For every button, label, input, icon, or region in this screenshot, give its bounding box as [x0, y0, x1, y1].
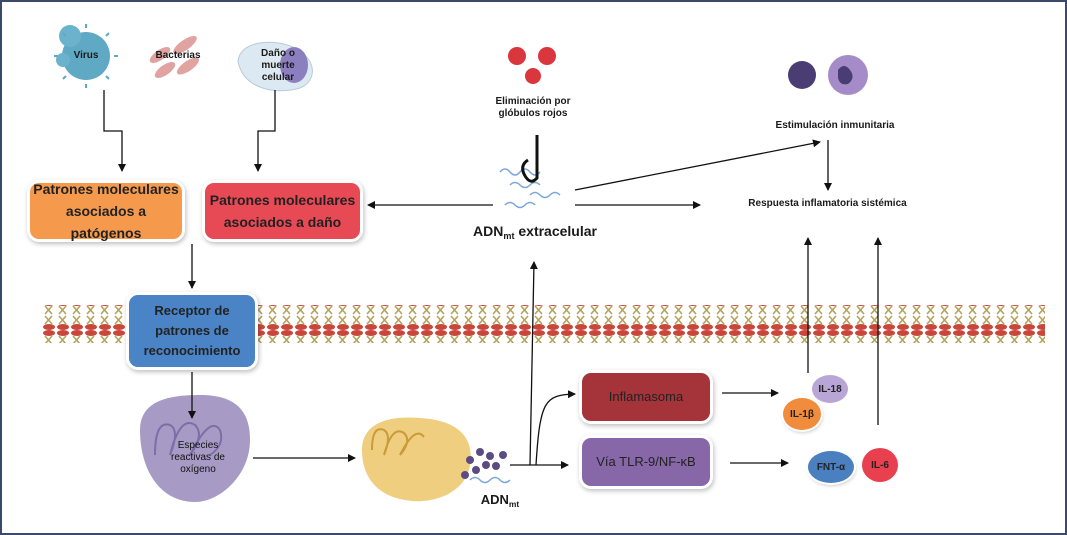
mtdna-label: ADNmt [470, 492, 530, 512]
cell-damage-label: Daño o muerte celular [261, 48, 295, 83]
il18-circle: IL-18 [812, 375, 848, 403]
tnf-alpha-circle: FNT-α [808, 451, 854, 483]
virus-icon [54, 24, 118, 88]
mtdna-strand-icon [469, 476, 511, 484]
rbc-loop-arrow [521, 135, 539, 183]
extracellular-mtdna-label: ADNmt extracelular [470, 222, 600, 245]
mt-subscript: mt [503, 231, 515, 241]
bacteria-label: Bacterias [155, 50, 201, 61]
virus-label: Virus [73, 50, 99, 61]
adn-text: ADN [473, 223, 504, 239]
tlr9-pathway-box: Vía TLR-9/NF-κB [582, 438, 710, 486]
extracellular-text: extracelular [514, 223, 597, 239]
il1b-circle: IL-1β [783, 398, 821, 430]
inflammasome-box: Inflamasoma [582, 373, 710, 421]
mtdna-particles-icon [461, 448, 507, 479]
ros-label: Especies reactivas de oxígeno [171, 440, 225, 475]
rbc-clearance-label: Eliminación por glóbulos rojos [495, 96, 571, 119]
bacteria-icon [149, 35, 200, 79]
immune-stimulation-label: Estimulación inmunitaria [775, 120, 895, 131]
il6-circle: IL-6 [862, 448, 898, 482]
red-blood-cells-icon [508, 47, 556, 84]
dna-strands-icon [499, 168, 561, 209]
mt-subscript: mt [508, 499, 520, 509]
prr-box: Receptor de patrones de reconocimiento [129, 295, 255, 367]
pamp-box: Patrones moleculares asociados a patógen… [30, 181, 182, 241]
mitochondrion-damaged-icon [140, 395, 250, 502]
adn-text: ADN [480, 492, 509, 507]
damaged-cell-icon [237, 41, 313, 92]
systemic-response-label: Respuesta inflamatoria sistémica [748, 198, 907, 209]
mitochondrion-icon [362, 417, 471, 502]
immune-cells-icon [788, 55, 868, 95]
damp-box: Patrones moleculares asociados a daño [205, 183, 360, 239]
